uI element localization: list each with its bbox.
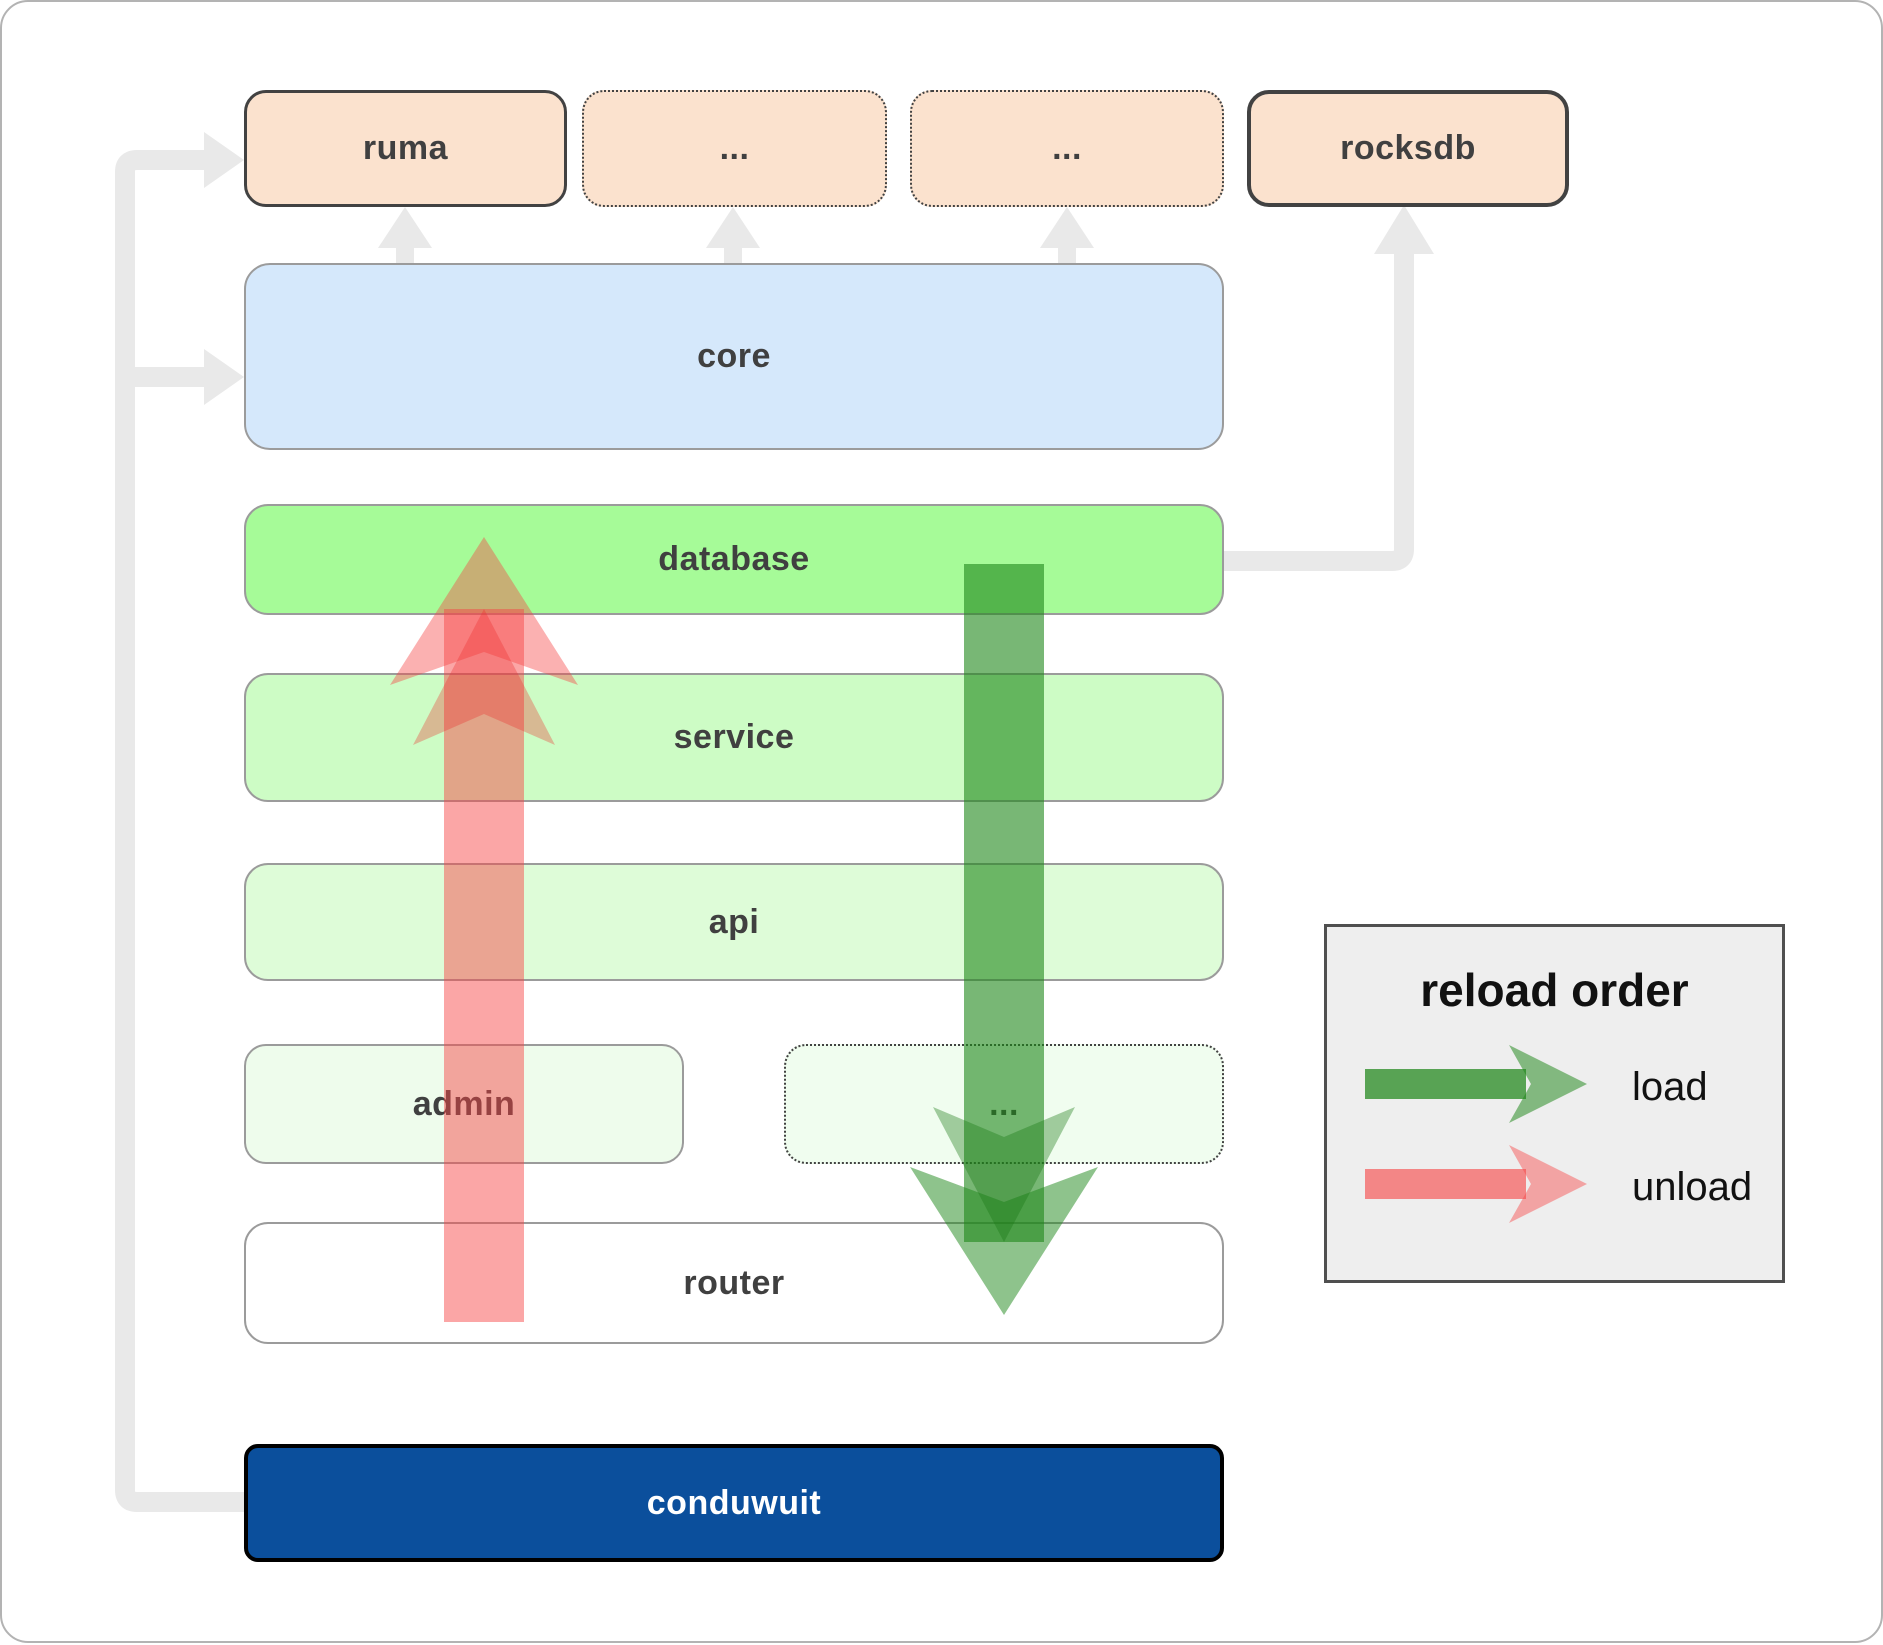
arrowhead-core-ruma <box>378 207 432 248</box>
node-ellipsis-top-2-label: ... <box>1052 129 1082 167</box>
node-api-label: api <box>708 902 760 941</box>
legend-box: reload order load unload <box>1324 924 1785 1283</box>
node-database: database <box>244 504 1224 615</box>
arrowhead-core-ellipsis2 <box>1040 207 1094 248</box>
node-ruma-label: ruma <box>362 129 449 167</box>
arrowhead-into-ruma <box>204 132 244 188</box>
node-service: service <box>244 673 1224 802</box>
node-ellipsis-mid-label: ... <box>989 1084 1019 1123</box>
node-ellipsis-mid: ... <box>784 1044 1224 1164</box>
legend-label-load: load <box>1632 1065 1708 1109</box>
node-core: core <box>244 263 1224 450</box>
node-ellipsis-top-1: ... <box>582 90 887 207</box>
arrowhead-into-core <box>204 349 244 405</box>
node-api: api <box>244 863 1224 981</box>
node-router: router <box>244 1222 1224 1344</box>
node-ellipsis-top-2: ... <box>910 90 1224 207</box>
node-ruma: ruma <box>244 90 567 207</box>
node-core-label: core <box>697 337 771 375</box>
node-admin-label: admin <box>412 1084 516 1123</box>
conduwuit-to-ruma-line <box>115 150 244 1512</box>
node-rocksdb: rocksdb <box>1247 90 1569 207</box>
node-ellipsis-top-1-label: ... <box>719 129 750 167</box>
arrowhead-core-ellipsis1 <box>706 207 760 248</box>
database-to-rocksdb-line <box>1224 250 1414 571</box>
node-database-label: database <box>658 540 810 578</box>
node-conduwuit-label: conduwuit <box>646 1483 822 1522</box>
node-service-label: service <box>673 718 795 756</box>
node-router-label: router <box>683 1263 785 1302</box>
node-admin: admin <box>244 1044 684 1164</box>
arrowhead-into-rocksdb <box>1374 205 1434 254</box>
node-rocksdb-label: rocksdb <box>1340 129 1476 167</box>
node-conduwuit: conduwuit <box>244 1444 1224 1562</box>
legend-title: reload order <box>1420 964 1689 1016</box>
legend-label-unload: unload <box>1632 1165 1753 1209</box>
